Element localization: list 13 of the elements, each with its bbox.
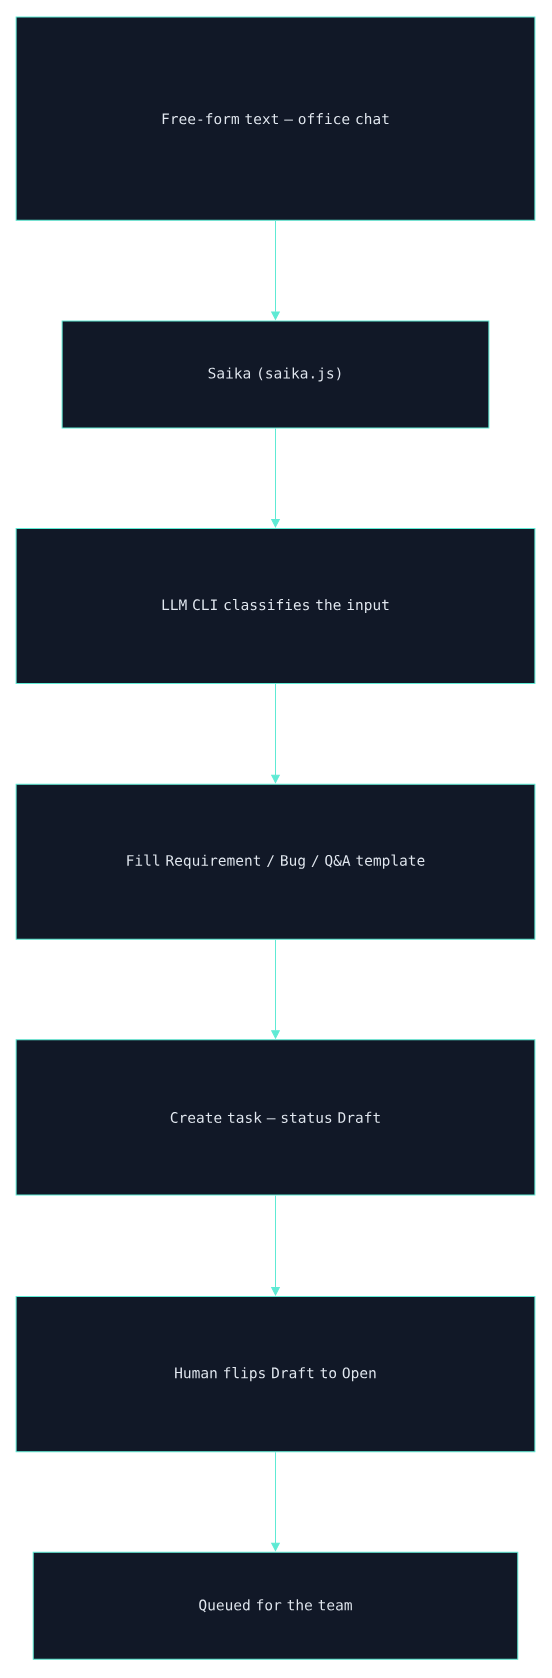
arrow [271, 683, 280, 784]
process-box: Fill Requirement / Bug / Q&A template [15, 783, 536, 940]
process-box: Saika (saika.js) [61, 320, 490, 429]
arrow [271, 1451, 280, 1552]
process-box: Queued for the team [32, 1551, 519, 1660]
arrow [271, 427, 280, 528]
process-box: LLM CLI classifies the input [15, 527, 536, 685]
process-box: Create task — status Draft [15, 1039, 536, 1196]
arrow [271, 1194, 280, 1296]
process-box: Human flips Draft to Open [15, 1296, 536, 1453]
arrow [271, 939, 280, 1039]
arrow [271, 220, 280, 320]
process-box: Free-form text — office chat [15, 16, 536, 221]
